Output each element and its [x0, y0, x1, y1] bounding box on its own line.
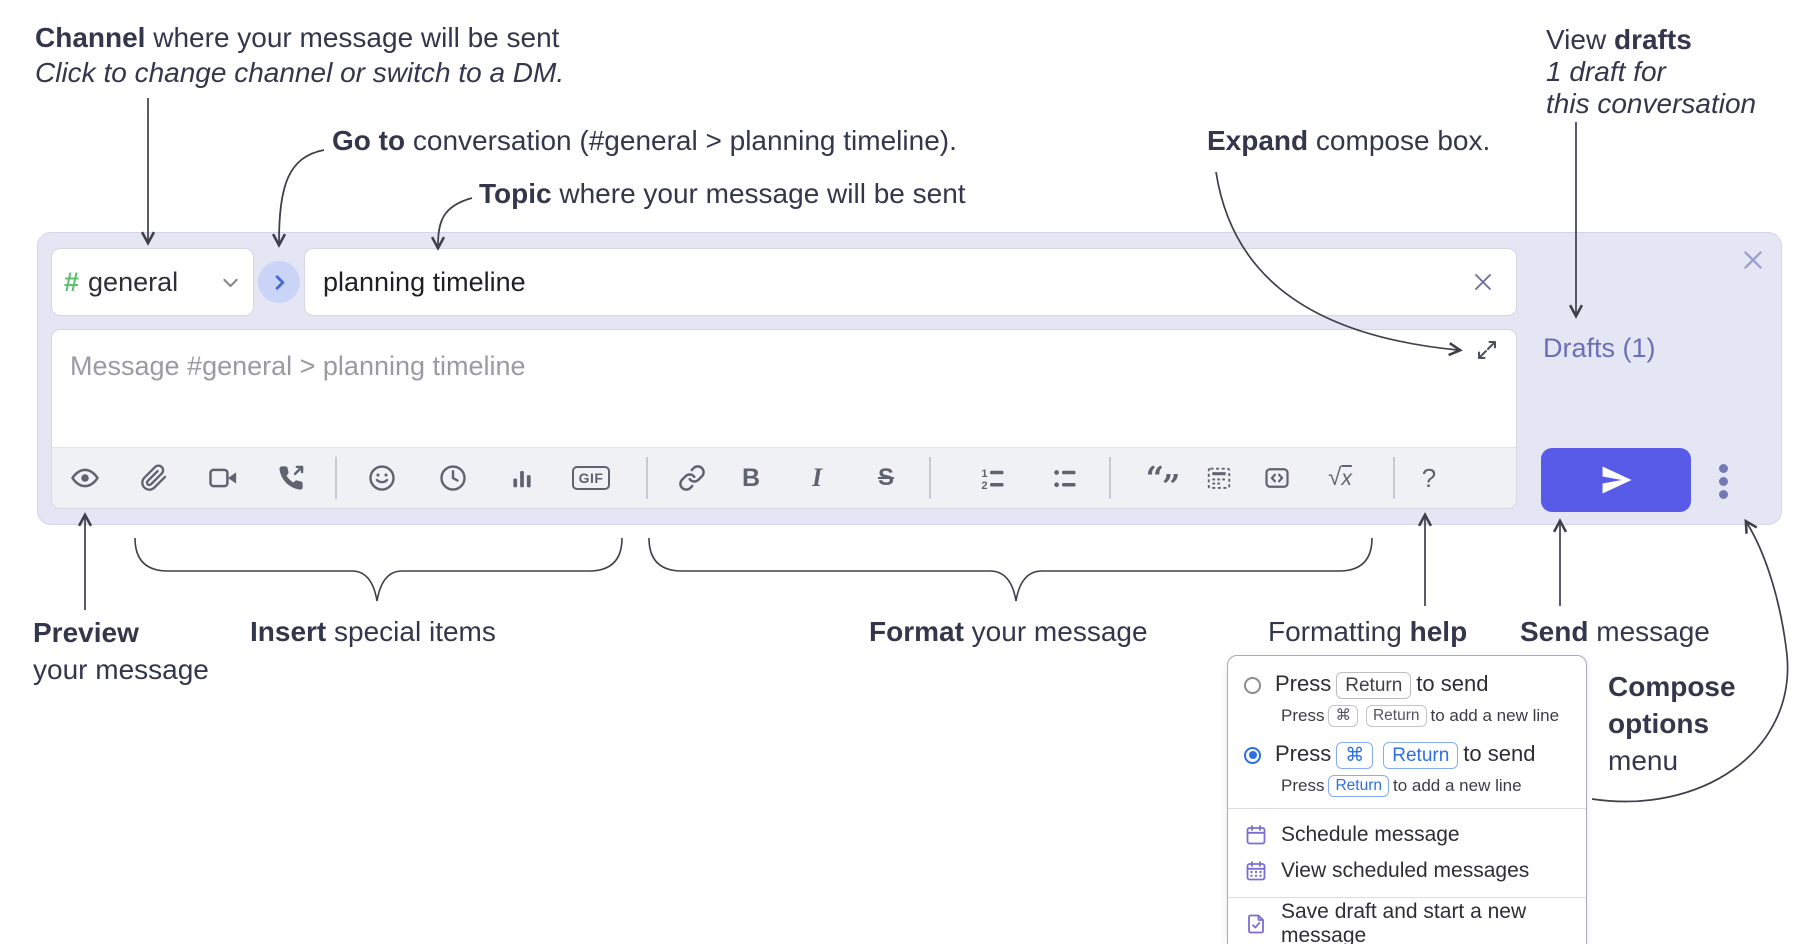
italic-icon[interactable]: I — [795, 456, 839, 500]
annotation-view-drafts: View drafts 1 draft for this conversatio… — [1546, 24, 1757, 119]
menu-item-view-scheduled[interactable]: View scheduled messages — [1244, 853, 1570, 889]
gif-icon[interactable]: GIF — [565, 456, 617, 500]
strikethrough-icon[interactable]: S — [864, 456, 908, 500]
expand-compose-icon[interactable] — [1475, 338, 1501, 364]
toolbar-divider — [929, 457, 931, 499]
annotation-formatting-help: Formatting help — [1268, 616, 1468, 647]
annotation-send-message: Send message — [1520, 616, 1710, 647]
code-icon[interactable] — [1255, 456, 1299, 500]
radio-unselected-icon[interactable] — [1244, 676, 1261, 694]
svg-text:2: 2 — [981, 480, 987, 492]
return-key: Return — [1336, 672, 1412, 699]
schedule-icon — [1246, 825, 1266, 845]
menu-item-save-draft[interactable]: Save draft and start a new message — [1244, 900, 1570, 944]
menu-divider — [1228, 808, 1586, 809]
chevron-down-icon — [223, 278, 238, 287]
preview-eye-icon[interactable] — [63, 456, 107, 500]
annotation-go-to: Go to conversation (#general > planning … — [332, 125, 957, 156]
annotation-topic: Topic where your message will be sent — [479, 178, 966, 209]
bulleted-list-icon[interactable] — [1043, 456, 1087, 500]
toolbar-divider — [1109, 457, 1111, 499]
svg-text:1: 1 — [981, 468, 987, 480]
compose-toolbar: GIF B I S — [52, 447, 1516, 508]
compose-options-icon[interactable] — [1719, 460, 1729, 503]
channel-hash-icon: # — [64, 266, 80, 297]
radio-selected-icon[interactable] — [1244, 746, 1261, 764]
send-icon — [1602, 466, 1632, 494]
link-icon[interactable] — [670, 456, 714, 500]
return-key: Return — [1328, 775, 1389, 797]
view-scheduled-icon — [1246, 861, 1266, 881]
toolbar-divider — [1393, 457, 1395, 499]
save-draft-icon — [1248, 914, 1264, 934]
message-placeholder: Message #general > planning timeline — [70, 351, 526, 381]
message-input[interactable]: Message #general > planning timeline — [51, 329, 1517, 509]
annotation-preview: Preview your message — [33, 617, 209, 685]
go-to-arrow — [271, 149, 325, 248]
video-call-icon[interactable] — [201, 456, 245, 500]
poll-icon[interactable] — [500, 456, 544, 500]
cmd-key: ⌘ — [1328, 705, 1358, 727]
topic-value: planning timeline — [323, 266, 526, 297]
compose-box: # general planning timeline Message #gen… — [37, 232, 1782, 525]
return-key: Return — [1365, 705, 1427, 727]
attach-file-icon[interactable] — [132, 456, 176, 500]
formatting-help-icon[interactable]: ? — [1407, 456, 1451, 500]
annotation-channel: Channel where your message will be sent … — [35, 22, 565, 88]
annotation-format: Format your message — [869, 616, 1148, 647]
channel-selector[interactable]: # general — [51, 248, 254, 316]
clear-topic-icon[interactable] — [1468, 267, 1498, 297]
emoji-icon[interactable] — [360, 456, 404, 500]
annotation-compose-options: Compose options menu — [1608, 671, 1736, 776]
toolbar-divider — [335, 457, 337, 499]
send-button[interactable] — [1541, 448, 1691, 512]
cmd-key: ⌘ — [1336, 742, 1374, 769]
audio-call-icon[interactable] — [269, 456, 313, 500]
bold-icon[interactable]: B — [729, 456, 773, 500]
annotation-expand: Expand compose box. — [1207, 125, 1491, 156]
annotation-insert: Insert special items — [250, 616, 496, 647]
close-compose-icon[interactable] — [1738, 245, 1768, 275]
drafts-link[interactable]: Drafts (1) — [1543, 333, 1656, 363]
channel-name: general — [88, 266, 179, 297]
spoiler-icon[interactable] — [1197, 456, 1241, 500]
insert-brace — [134, 537, 623, 602]
quote-icon[interactable]: “” — [1140, 456, 1184, 505]
chevron-right-icon — [275, 274, 284, 290]
math-icon[interactable]: √x — [1316, 456, 1364, 500]
format-brace — [648, 537, 1373, 602]
toolbar-divider — [646, 457, 648, 499]
schedule-time-icon[interactable] — [431, 456, 475, 500]
numbered-list-icon[interactable]: 1 2 — [971, 456, 1015, 500]
return-key: Return — [1383, 742, 1459, 769]
go-to-conversation-button[interactable] — [258, 261, 300, 303]
topic-input[interactable]: planning timeline — [304, 248, 1517, 316]
menu-item-schedule-message[interactable]: Schedule message — [1244, 817, 1570, 853]
menu-divider — [1228, 897, 1586, 898]
